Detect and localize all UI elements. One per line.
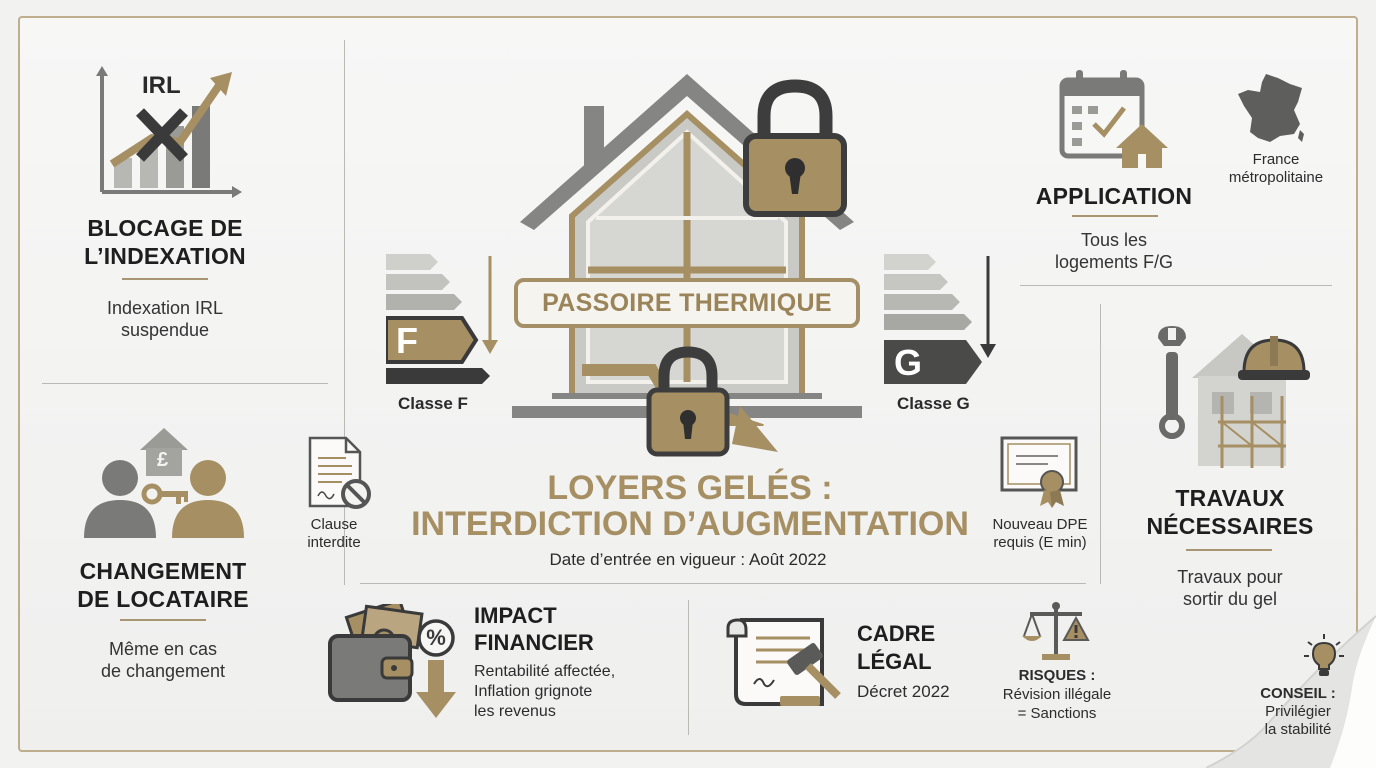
blocage-underline [122, 278, 208, 280]
renovation-works-icon [1152, 326, 1312, 470]
blocage-title: BLOCAGE DE L’INDEXATION [84, 215, 246, 269]
application-underline [1072, 215, 1158, 217]
headline: LOYERS GELÉS : INTERDICTION D’AUGMENTATI… [411, 469, 969, 543]
irl-label: IRL [142, 72, 181, 99]
page-curl [1206, 608, 1376, 768]
energy-class-g-letter: G [894, 342, 923, 383]
divider-bottom-vertical [688, 600, 689, 735]
legal-title: CADRE LÉGAL [857, 621, 936, 674]
tenant-change-icon [80, 426, 248, 544]
scales-warning-icon [1022, 600, 1092, 664]
impact-title: IMPACT FINANCIER [474, 603, 594, 655]
energy-class-f-label: Classe F [398, 394, 468, 413]
france-map-icon [1236, 72, 1308, 144]
risks-block: RISQUES : Révision illégale = Sanctions [1002, 667, 1112, 722]
changement-desc: Même en cas de changement [100, 639, 226, 681]
nouveau-dpe-label: Nouveau DPE requis (E min) [992, 516, 1088, 551]
travaux-title: TRAVAUX NÉCESSAIRES [1146, 485, 1314, 539]
tip-block: CONSEIL : Privilégier la stabilité [1260, 685, 1336, 738]
passoire-thermique-badge: PASSOIRE THERMIQUE [514, 278, 860, 328]
legal-desc: Décret 2022 [857, 682, 950, 701]
forbidden-clause-icon [306, 436, 372, 512]
calendar-house-icon [1058, 68, 1170, 170]
energy-class-f-icon [386, 252, 502, 388]
application-title: APPLICATION [1035, 183, 1193, 209]
france-label: France métropolitaine [1228, 151, 1324, 186]
effective-date: Date d’entrée en vigueur : Août 2022 [549, 550, 827, 569]
padlock-top-icon [742, 78, 848, 218]
irl-chart-icon [92, 66, 242, 202]
padlock-center-icon [646, 346, 730, 458]
energy-class-g-icon [884, 252, 1000, 388]
impact-desc: Rentabilité affectée, Inflation grignote… [474, 663, 616, 720]
divider-left-vertical [344, 40, 345, 585]
lightbulb-icon [1304, 634, 1344, 678]
legal-decree-icon [726, 614, 846, 714]
down-arrow-icon [730, 404, 780, 454]
divider-right-horizontal [1020, 285, 1332, 286]
divider-bottom-horizontal [360, 583, 1086, 584]
divider-left-horizontal [42, 383, 328, 384]
energy-class-f-letter: F [396, 320, 418, 361]
changement-underline [120, 619, 206, 621]
travaux-underline [1186, 549, 1272, 551]
pound-sign-label: £ [157, 449, 169, 471]
percent-icon: % [426, 625, 446, 650]
blocage-desc: Indexation IRL suspendue [106, 298, 224, 340]
application-desc: Tous les logements F/G [1054, 230, 1174, 272]
travaux-desc: Travaux pour sortir du gel [1177, 567, 1283, 609]
energy-class-g-label: Classe G [897, 394, 970, 413]
dpe-certificate-icon [1000, 436, 1080, 508]
wallet-decline-icon [328, 604, 462, 722]
changement-title: CHANGEMENT DE LOCATAIRE [77, 558, 249, 612]
divider-right-vertical [1100, 304, 1101, 584]
clause-interdite-label: Clause interdite [307, 516, 361, 551]
